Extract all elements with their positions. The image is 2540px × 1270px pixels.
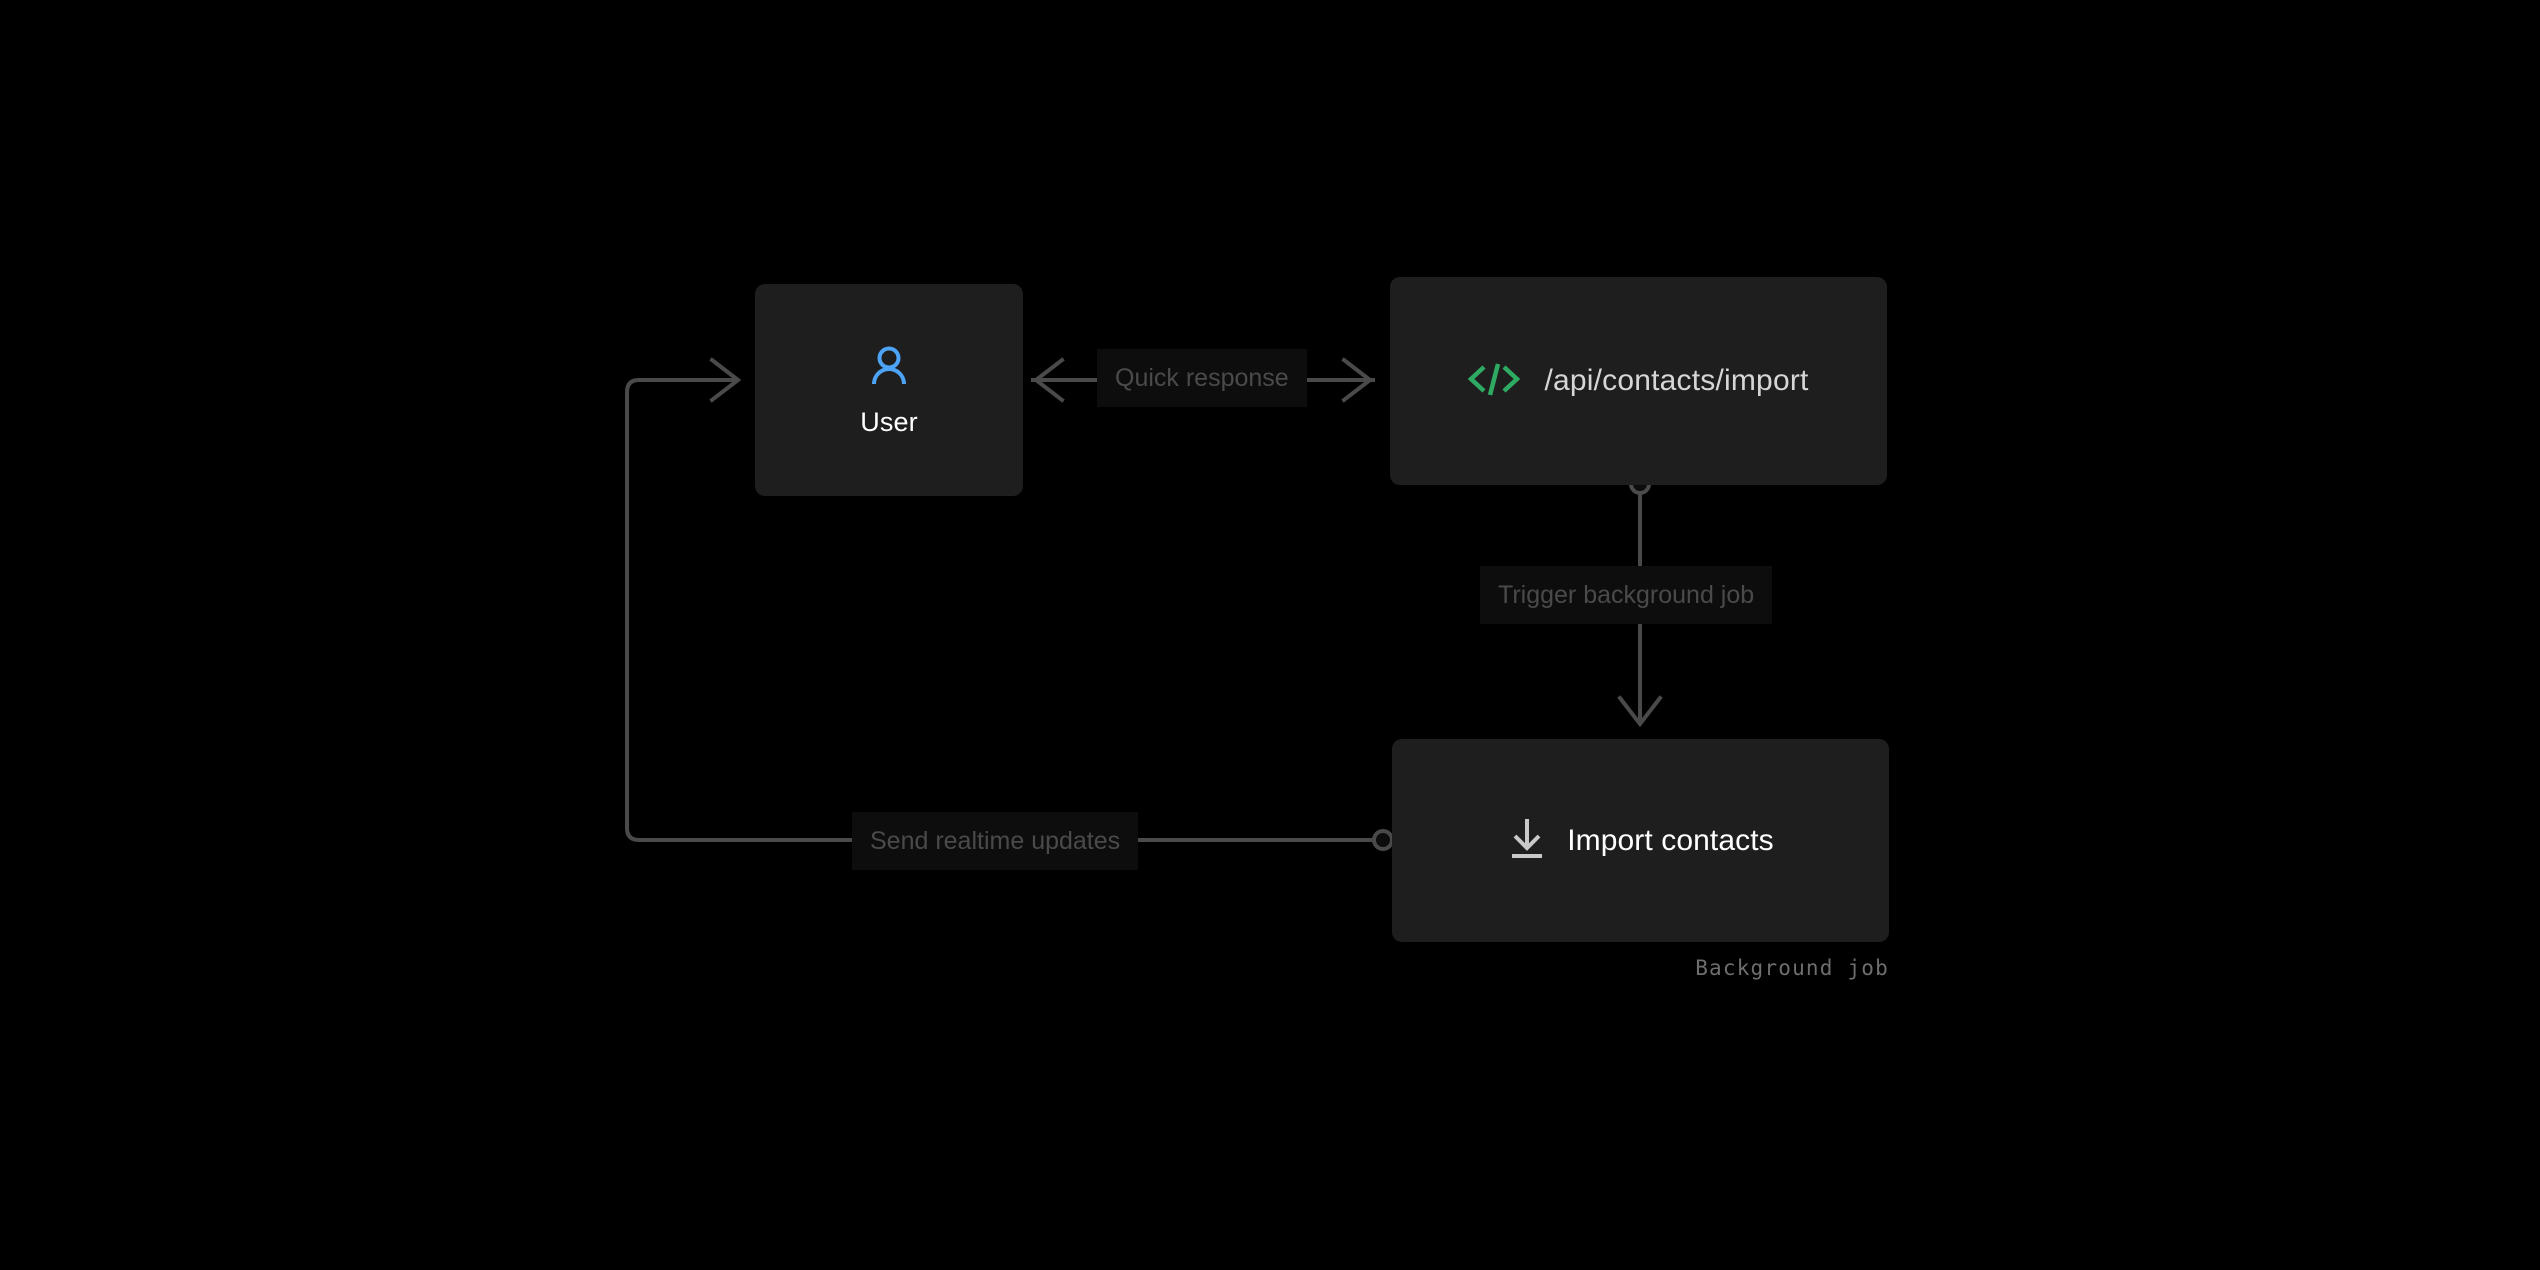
node-user-label: User [860,407,918,437]
arrowhead-right [1341,357,1374,403]
edge-label-trigger-background-job: Trigger background job [1480,566,1773,624]
node-import-caption: Background job [1695,956,1889,980]
arrowhead-right [709,357,742,403]
node-import-label: Import contacts [1567,823,1774,857]
node-api-endpoint[interactable]: /api/contacts/import [1390,277,1887,485]
arrowhead-down [1617,695,1663,728]
edge-source-dot [1372,829,1394,851]
code-brackets-icon [1468,359,1521,404]
node-api-content: /api/contacts/import [1468,359,1808,404]
edge-label-send-realtime-updates: Send realtime updates [852,812,1139,870]
node-user[interactable]: User [755,284,1023,496]
edge-label-quick-response: Quick response [1097,349,1307,407]
user-icon [866,344,912,395]
download-icon [1507,817,1547,864]
node-import-content: Import contacts [1507,817,1774,864]
node-import-contacts[interactable]: Import contacts [1392,739,1889,942]
node-api-label: /api/contacts/import [1544,364,1809,397]
node-user-content: User [860,344,918,437]
arrowhead-left [1032,357,1065,403]
edge-line [625,378,1382,842]
